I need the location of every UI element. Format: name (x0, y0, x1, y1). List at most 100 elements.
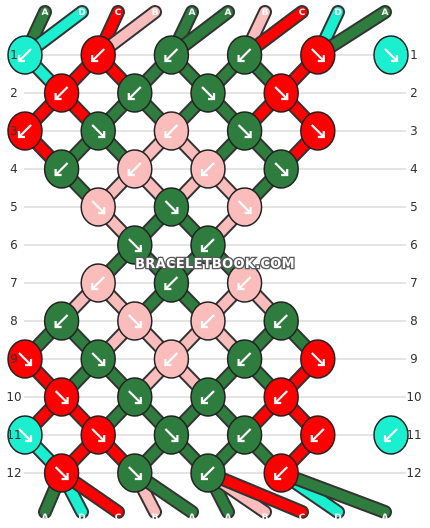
strand-letter-top: A (225, 8, 232, 18)
row-number-left: 6 (10, 238, 18, 252)
row-number-left: 11 (6, 428, 21, 442)
knot-arrowhead-icon (61, 473, 69, 481)
row-number-right: 12 (406, 466, 421, 480)
knot-arrow-icon (311, 428, 325, 442)
knot-arrowhead-icon (127, 169, 135, 177)
knot-arrow-icon (91, 48, 105, 62)
knot-arrowhead-icon (134, 245, 142, 253)
knot-arrowhead-icon (134, 321, 142, 329)
knot-arrow-icon (274, 314, 288, 328)
knot-arrowhead-icon (17, 55, 25, 63)
knot-arrow-icon (164, 48, 179, 62)
strand-letter-bottom: D (334, 513, 341, 523)
knot-arrow-icon (201, 390, 215, 404)
row-number-left: 2 (10, 86, 18, 100)
knot-arrow-icon (91, 124, 105, 138)
knot-arrow-icon (311, 48, 325, 62)
knot-arrowhead-icon (208, 93, 216, 101)
knot-arrowhead-icon (171, 207, 179, 215)
knot-arrow-icon (164, 352, 179, 366)
row-number-left: 8 (10, 314, 18, 328)
knot-arrow-icon (384, 428, 398, 442)
row-number-left: 1 (10, 48, 18, 62)
strand-letter-bottom: C (115, 513, 122, 523)
knot-arrowhead-icon (274, 321, 282, 329)
knot-arrow-icon (311, 352, 325, 366)
knot-arrowhead-icon (164, 359, 172, 367)
row-number-right: 4 (410, 162, 418, 176)
row-number-right: 6 (410, 238, 418, 252)
strand-letter-bottom: D (78, 513, 85, 523)
strand-letter-top: B (152, 8, 159, 18)
knot-arrowhead-icon (127, 93, 135, 101)
row-number-right: 3 (410, 124, 418, 138)
strand-letter-bottom: A (189, 513, 196, 523)
knot-arrow-icon (91, 200, 105, 214)
knot-arrow-icon (54, 162, 69, 176)
knot-arrowhead-icon (391, 55, 399, 63)
knot-arrowhead-icon (200, 473, 208, 481)
knot-arrowhead-icon (237, 359, 245, 367)
knot-arrow-icon (128, 390, 142, 404)
knot-arrowhead-icon (25, 435, 33, 443)
knot-arrow-icon (128, 86, 142, 100)
knot-arrowhead-icon (317, 359, 325, 367)
knot-arrowhead-icon (91, 283, 99, 291)
strand-letter-top: D (334, 8, 341, 18)
strand-bottom-segment (276, 468, 390, 517)
knot-arrowhead-icon (164, 131, 172, 139)
strand-letter-top: A (382, 8, 389, 18)
knot-arrowhead-icon (171, 435, 179, 443)
knot-arrowhead-icon (98, 207, 106, 215)
strand-letter-top: A (189, 8, 196, 18)
knot-arrowhead-icon (244, 207, 252, 215)
knot-arrowhead-icon (281, 93, 289, 101)
row-number-right: 5 (410, 200, 418, 214)
knot-arrowhead-icon (237, 283, 245, 291)
knot-arrow-icon (164, 428, 179, 442)
knot-arrow-icon (128, 162, 142, 176)
knot-arrow-icon (91, 352, 105, 366)
knot-arrow-icon (18, 352, 32, 366)
row-number-left: 7 (10, 276, 18, 290)
row-number-right: 8 (410, 314, 418, 328)
row-number-right: 10 (406, 390, 421, 404)
row-number-left: 4 (10, 162, 18, 176)
row-number-left: 9 (10, 352, 18, 366)
knot-arrow-icon (274, 390, 288, 404)
knot-arrow-icon (311, 124, 325, 138)
knot-grid (7, 35, 409, 493)
knot-arrow-icon (164, 200, 179, 214)
strand-letter-top: D (78, 8, 85, 18)
knot-arrow-icon (237, 276, 252, 290)
knot-arrow-icon (164, 276, 179, 290)
knot-arrow-icon (274, 162, 288, 176)
strand-letter-bottom: B (262, 513, 269, 523)
knot-arrow-icon (18, 124, 32, 138)
strand-letter-bottom: A (382, 513, 389, 523)
row-number-left: 5 (10, 200, 18, 214)
knot-arrowhead-icon (274, 473, 282, 481)
knot-arrowhead-icon (383, 435, 391, 443)
knot-arrow-icon (201, 238, 215, 252)
knot-arrowhead-icon (17, 131, 25, 139)
knot-arrow-icon (237, 428, 252, 442)
knot-arrowhead-icon (237, 55, 245, 63)
row-number-right: 9 (410, 352, 418, 366)
knot-arrowhead-icon (54, 93, 62, 101)
knot-arrowhead-icon (54, 321, 62, 329)
knot-arrowhead-icon (134, 473, 142, 481)
knot-arrowhead-icon (200, 397, 208, 405)
watermark-text: BRACELETBOOK.COM (135, 257, 295, 272)
knot-arrowhead-icon (317, 131, 325, 139)
knot-arrowhead-icon (237, 435, 245, 443)
knot-arrow-icon (128, 314, 142, 328)
knot-arrow-icon (274, 86, 288, 100)
row-number-right: 1 (410, 48, 418, 62)
row-number-right: 7 (410, 276, 418, 290)
knot-arrow-icon (237, 352, 252, 366)
knot-arrowhead-icon (200, 321, 208, 329)
knot-arrow-icon (54, 86, 69, 100)
strand-letter-top: B (262, 8, 269, 18)
